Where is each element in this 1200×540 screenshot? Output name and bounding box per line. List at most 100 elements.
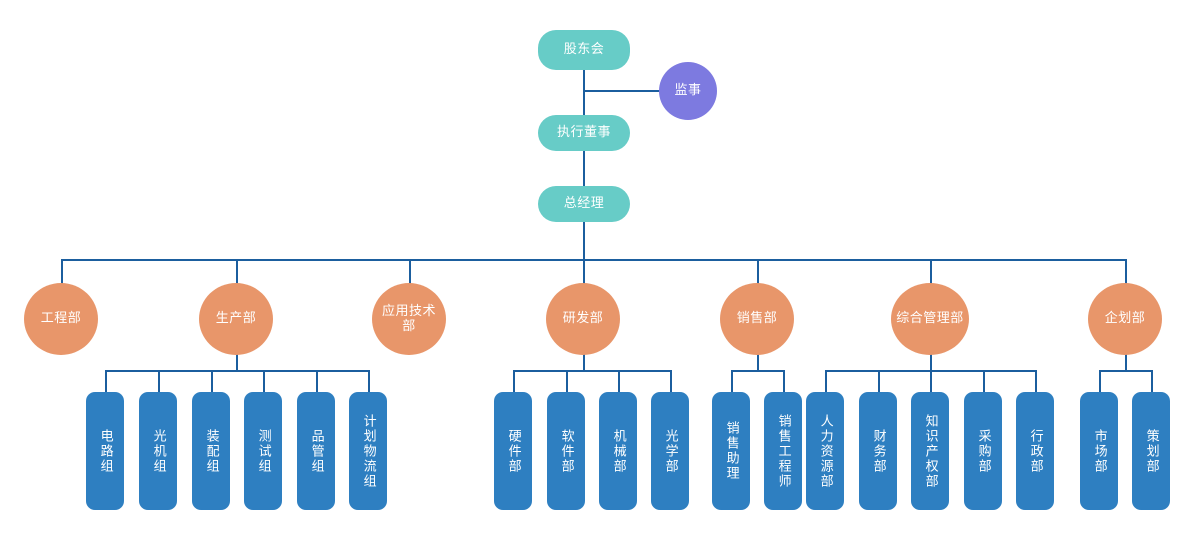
node-team-ip[interactable]: 知识产权部	[911, 392, 949, 510]
connector-drop-engineering	[61, 259, 63, 284]
node-team-ip-label: 知识产权部	[922, 413, 938, 489]
connector-production-child-1	[105, 370, 107, 392]
connector-admin-child-4	[983, 370, 985, 392]
node-team-finance-label: 财务部	[870, 428, 886, 474]
node-team-strategy[interactable]: 策划部	[1132, 392, 1170, 510]
node-team-sales-engineer-label: 销售工程师	[775, 413, 791, 489]
node-dept-rnd[interactable]: 研发部	[546, 283, 620, 355]
node-dept-production[interactable]: 生产部	[199, 283, 273, 355]
connector-shareholders-supervisor	[583, 90, 660, 92]
node-dept-admin-label: 综合管理部	[896, 311, 964, 327]
connector-planning-bus	[1099, 370, 1152, 372]
node-dept-planning-label: 企划部	[1104, 311, 1146, 327]
connector-production-child-4	[263, 370, 265, 392]
connector-drop-planning	[1125, 259, 1127, 284]
node-team-mechanical[interactable]: 机械部	[599, 392, 637, 510]
node-team-hardware-label: 硬件部	[505, 428, 521, 474]
node-dept-sales-label: 销售部	[736, 311, 778, 327]
connector-admin-child-3	[930, 370, 932, 392]
node-dept-applied-tech[interactable]: 应用技术部	[372, 283, 446, 355]
node-team-sales-engineer[interactable]: 销售工程师	[764, 392, 802, 510]
connector-gm-down	[583, 222, 585, 260]
node-team-optomech-label: 光机组	[150, 428, 166, 474]
node-team-software[interactable]: 软件部	[547, 392, 585, 510]
connector-drop-rnd	[583, 259, 585, 284]
connector-production-bus	[105, 370, 368, 372]
node-team-sales-assistant-label: 销售助理	[723, 421, 739, 481]
connector-planning-child-2	[1151, 370, 1153, 392]
node-shareholders[interactable]: 股东会	[538, 30, 630, 70]
node-team-optomech[interactable]: 光机组	[139, 392, 177, 510]
node-team-strategy-label: 策划部	[1143, 428, 1159, 474]
node-team-optical[interactable]: 光学部	[651, 392, 689, 510]
node-team-software-label: 软件部	[558, 428, 574, 474]
node-exec-director-label: 执行董事	[556, 125, 611, 141]
connector-execdirector-down	[583, 151, 585, 186]
node-team-hardware[interactable]: 硬件部	[494, 392, 532, 510]
node-team-assembly[interactable]: 装配组	[192, 392, 230, 510]
node-team-circuit[interactable]: 电路组	[86, 392, 124, 510]
connector-rnd-bus	[513, 370, 670, 372]
connector-sales-child-1	[731, 370, 733, 392]
node-team-mechanical-label: 机械部	[610, 428, 626, 474]
node-general-manager[interactable]: 总经理	[538, 186, 630, 222]
node-team-optical-label: 光学部	[662, 428, 678, 474]
connector-rnd-child-2	[566, 370, 568, 392]
node-team-circuit-label: 电路组	[97, 428, 113, 474]
node-dept-applied-tech-label: 应用技术部	[381, 303, 436, 334]
connector-sales-child-2	[783, 370, 785, 392]
node-dept-sales[interactable]: 销售部	[720, 283, 794, 355]
connector-drop-applied-tech	[409, 259, 411, 284]
node-team-sales-assistant[interactable]: 销售助理	[712, 392, 750, 510]
node-dept-engineering-label: 工程部	[40, 311, 82, 327]
node-team-procurement[interactable]: 采购部	[964, 392, 1002, 510]
node-team-procurement-label: 采购部	[975, 428, 991, 474]
connector-rnd-child-1	[513, 370, 515, 392]
connector-drop-admin	[930, 259, 932, 284]
connector-sales-bus	[731, 370, 784, 372]
node-dept-production-label: 生产部	[215, 311, 257, 327]
connector-drop-sales	[757, 259, 759, 284]
connector-planning-child-1	[1099, 370, 1101, 392]
node-dept-planning[interactable]: 企划部	[1088, 283, 1162, 355]
connector-production-child-2	[158, 370, 160, 392]
connector-admin-child-1	[825, 370, 827, 392]
connector-production-stem	[236, 353, 238, 371]
connector-production-child-6	[368, 370, 370, 392]
connector-production-child-5	[316, 370, 318, 392]
connector-rnd-child-3	[618, 370, 620, 392]
connector-sales-stem	[757, 353, 759, 371]
node-dept-engineering[interactable]: 工程部	[24, 283, 98, 355]
node-team-quality[interactable]: 品管组	[297, 392, 335, 510]
node-team-quality-label: 品管组	[308, 428, 324, 474]
connector-production-child-3	[211, 370, 213, 392]
connector-main-bus	[61, 259, 1126, 261]
node-team-testing-label: 测试组	[255, 428, 271, 474]
node-supervisor[interactable]: 监事	[659, 62, 717, 120]
node-team-administration-label: 行政部	[1027, 428, 1043, 474]
node-shareholders-label: 股东会	[563, 42, 605, 58]
node-team-planning-logistics[interactable]: 计划物流组	[349, 392, 387, 510]
node-team-planning-logistics-label: 计划物流组	[360, 413, 376, 489]
connector-admin-stem	[930, 353, 932, 371]
connector-rnd-child-4	[670, 370, 672, 392]
node-team-hr[interactable]: 人力资源部	[806, 392, 844, 510]
node-team-marketing-label: 市场部	[1091, 428, 1107, 474]
node-team-marketing[interactable]: 市场部	[1080, 392, 1118, 510]
node-team-administration[interactable]: 行政部	[1016, 392, 1054, 510]
connector-admin-child-2	[878, 370, 880, 392]
node-exec-director[interactable]: 执行董事	[538, 115, 630, 151]
connector-rnd-stem	[583, 353, 585, 371]
connector-drop-production	[236, 259, 238, 284]
connector-planning-stem	[1125, 353, 1127, 371]
connector-admin-child-5	[1035, 370, 1037, 392]
node-team-finance[interactable]: 财务部	[859, 392, 897, 510]
node-general-manager-label: 总经理	[563, 196, 605, 212]
node-supervisor-label: 监事	[674, 83, 702, 99]
node-dept-rnd-label: 研发部	[562, 311, 604, 327]
node-team-testing[interactable]: 测试组	[244, 392, 282, 510]
node-dept-admin[interactable]: 综合管理部	[891, 283, 969, 355]
node-team-hr-label: 人力资源部	[817, 413, 833, 489]
node-team-assembly-label: 装配组	[203, 428, 219, 474]
